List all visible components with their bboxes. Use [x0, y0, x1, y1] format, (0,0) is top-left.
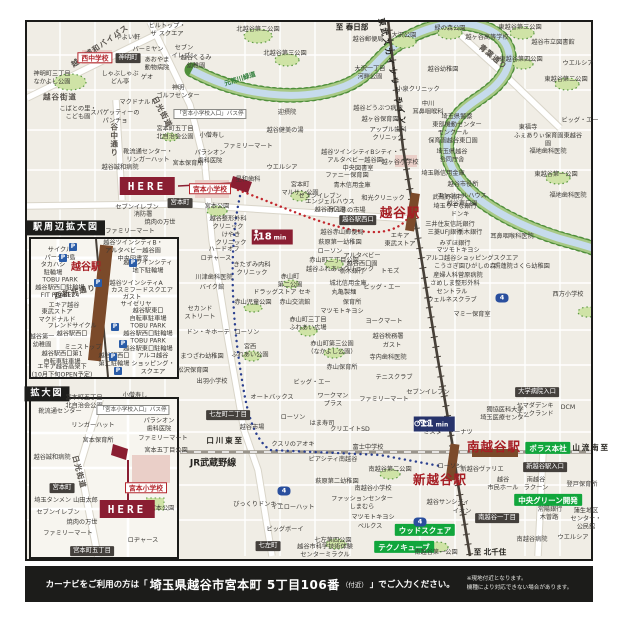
here-marker-inset: HERE — [99, 500, 155, 518]
caption-address-note: （付近） — [341, 581, 368, 589]
caption-notes: ※現地付近となります。 機種により対応できない場合があります。 — [467, 575, 573, 594]
cycling-route — [231, 194, 442, 468]
walking-route — [236, 188, 410, 234]
bike-minutes: 11 — [419, 418, 434, 430]
caption-note-1: ※現地付近となります。 — [466, 575, 527, 582]
enlarged-inset-frame — [29, 397, 179, 559]
station-bars — [405, 192, 518, 481]
walk-unit: min — [273, 234, 287, 242]
caption-address: 埼玉県越谷市宮本町 5丁目106番 — [149, 577, 340, 592]
walk-minutes: 18 — [257, 231, 272, 243]
walking-person-icon — [253, 229, 259, 241]
caption-note-2: 機種により対応できない場合があります。 — [466, 585, 573, 591]
caption-prefix: カーナビをご利用の方は「 — [45, 580, 148, 590]
station-area-inset-map — [31, 238, 177, 378]
bicycle-icon — [414, 419, 430, 427]
caption-suffix: 」でご入力ください。 — [369, 580, 455, 590]
tobu-skytree-line — [384, 22, 474, 557]
bike-unit: min — [435, 421, 449, 429]
parks — [53, 26, 591, 553]
car-navi-caption: カーナビをご利用の方は「 埼玉県越谷市宮本町 5丁目106番 （付近） 」でご入… — [25, 566, 593, 602]
river — [184, 22, 591, 256]
here-marker: HERE — [119, 177, 175, 195]
enlarged-inset-map — [31, 397, 177, 558]
station-area-inset-frame — [29, 237, 179, 379]
